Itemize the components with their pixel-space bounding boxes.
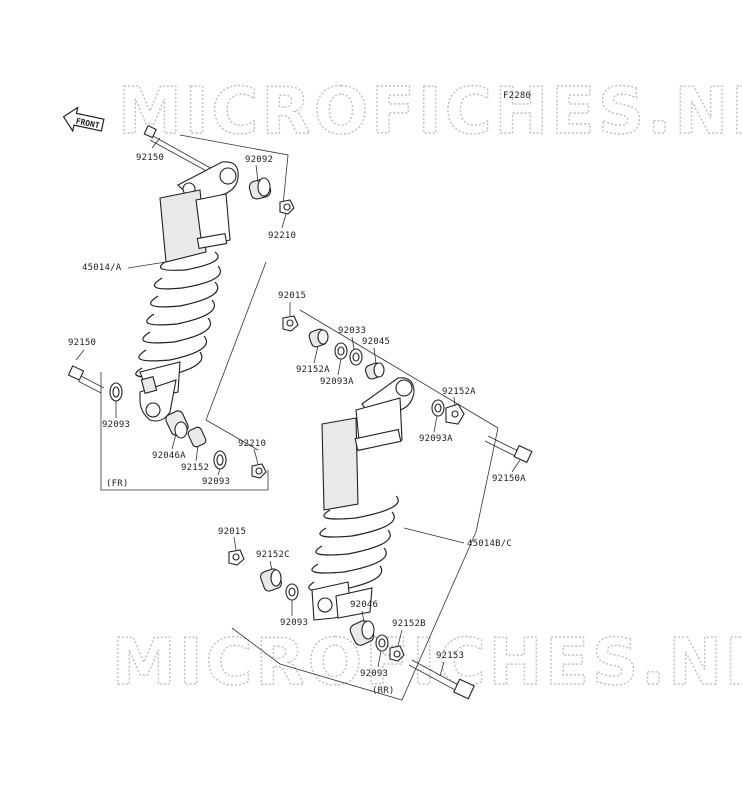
label-92092: 92092 <box>245 155 273 165</box>
label-92015-top: 92015 <box>278 291 306 301</box>
washer-92093-left <box>109 382 123 402</box>
label-92150-top: 92150 <box>136 153 164 163</box>
label-92152: 92152 <box>181 463 209 473</box>
label-92093A-left: 92093A <box>320 377 354 387</box>
group-label-front: (FR) <box>106 479 128 489</box>
group-label-rear: (RR) <box>372 686 394 696</box>
collar-92152B <box>389 645 405 662</box>
label-92150-mid: 92150 <box>68 338 96 348</box>
label-92153: 92153 <box>436 651 464 661</box>
front-group-frame <box>100 134 289 491</box>
label-92150A: 92150A <box>492 474 526 484</box>
label-92046A: 92046A <box>152 451 186 461</box>
label-92093-bottom: 92093 <box>360 669 388 679</box>
figure-code: F2280 <box>503 91 531 101</box>
label-92093A-right: 92093A <box>419 434 453 444</box>
watermark-bottom: MICROFICHES.NET <box>112 626 742 700</box>
bolt-92150-mid <box>67 349 105 394</box>
bush-92046 <box>349 620 375 646</box>
bolt-92153 <box>408 659 475 700</box>
label-92210-top: 92210 <box>268 231 296 241</box>
label-92033: 92033 <box>338 326 366 336</box>
label-92093-left: 92093 <box>102 420 130 430</box>
washer-92093A-left <box>334 342 348 360</box>
nut-92210-top <box>279 199 295 215</box>
washer-92093A-right <box>431 399 445 417</box>
washer-92093-bottom <box>375 634 389 652</box>
label-45014BC: 45014B/C <box>467 539 512 549</box>
label-92152B: 92152B <box>392 619 426 629</box>
bush-92046A <box>165 410 189 439</box>
watermark-top: MICROFICHES.NET <box>118 75 742 149</box>
collar-92092 <box>248 177 272 200</box>
washer-92093-fr <box>213 450 227 470</box>
rear-group-frame <box>231 309 499 701</box>
label-92045: 92045 <box>362 337 390 347</box>
collar-92152 <box>187 426 207 448</box>
nut-92015-top <box>282 315 299 332</box>
bearing-92045 <box>364 362 385 380</box>
label-92152C: 92152C <box>256 550 290 560</box>
label-92015-low: 92015 <box>218 527 246 537</box>
label-92093-fr: 92093 <box>202 477 230 487</box>
washer-92093-rr <box>285 583 299 601</box>
label-92152A-right: 92152A <box>442 387 476 397</box>
front-arrow-icon: FRONT <box>62 106 105 133</box>
collar-92152C <box>259 568 283 592</box>
bolt-92150A <box>484 435 533 464</box>
label-92152A-left: 92152A <box>296 365 330 375</box>
nut-92210-low <box>251 463 267 479</box>
label-45014A: 45014/A <box>82 263 122 273</box>
label-92210-low: 92210 <box>238 439 266 449</box>
label-92046: 92046 <box>350 600 378 610</box>
rear-shock-absorber <box>308 377 415 621</box>
label-92093-rr: 92093 <box>280 618 308 628</box>
front-shock-absorber <box>135 161 239 422</box>
collar-92152A-right <box>445 403 465 425</box>
ring-92033 <box>349 348 363 366</box>
nut-92015-low <box>228 549 245 566</box>
bolt-92150-top <box>143 124 215 175</box>
collar-92152A-left <box>308 328 329 348</box>
